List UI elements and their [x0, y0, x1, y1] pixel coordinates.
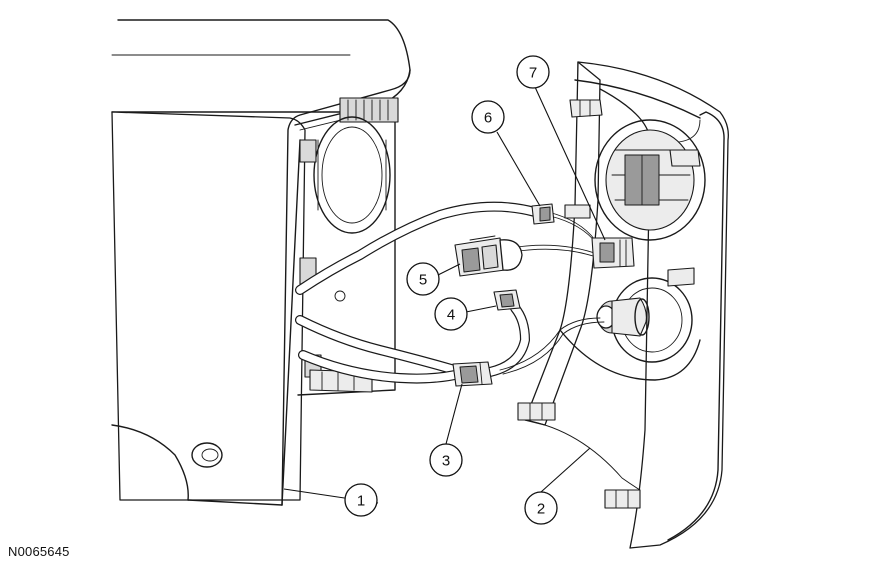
- leader-lines: [283, 86, 606, 504]
- connector-7: [591, 237, 635, 269]
- pocket-bracket: [339, 97, 399, 123]
- svg-text:5: 5: [419, 272, 427, 289]
- connector-4: [493, 289, 521, 311]
- svg-text:3: 3: [442, 453, 450, 470]
- svg-text:7: 7: [529, 65, 537, 82]
- callout-5: 5: [406, 262, 440, 296]
- vehicle-body-panel: [111, 19, 411, 506]
- svg-text:4: 4: [447, 307, 455, 324]
- callout-3: 3: [429, 443, 463, 477]
- wiring-harness: [295, 201, 605, 384]
- callout-6: 6: [471, 100, 505, 134]
- callout-1: 1: [344, 483, 378, 517]
- figure-reference-code: N0065645: [8, 544, 70, 559]
- connector-3: [452, 361, 493, 387]
- callout-7: 7: [516, 55, 550, 89]
- connector-5: [454, 235, 523, 277]
- callout-4: 4: [434, 297, 468, 331]
- svg-text:2: 2: [537, 501, 545, 518]
- housing-clips: [517, 99, 701, 509]
- tail-lamp-assembly: [517, 61, 729, 549]
- svg-text:1: 1: [357, 493, 365, 510]
- connector-6: [531, 203, 555, 225]
- svg-text:6: 6: [484, 110, 492, 127]
- lower-bulb-socket: [596, 297, 650, 337]
- callout-2: 2: [524, 491, 558, 525]
